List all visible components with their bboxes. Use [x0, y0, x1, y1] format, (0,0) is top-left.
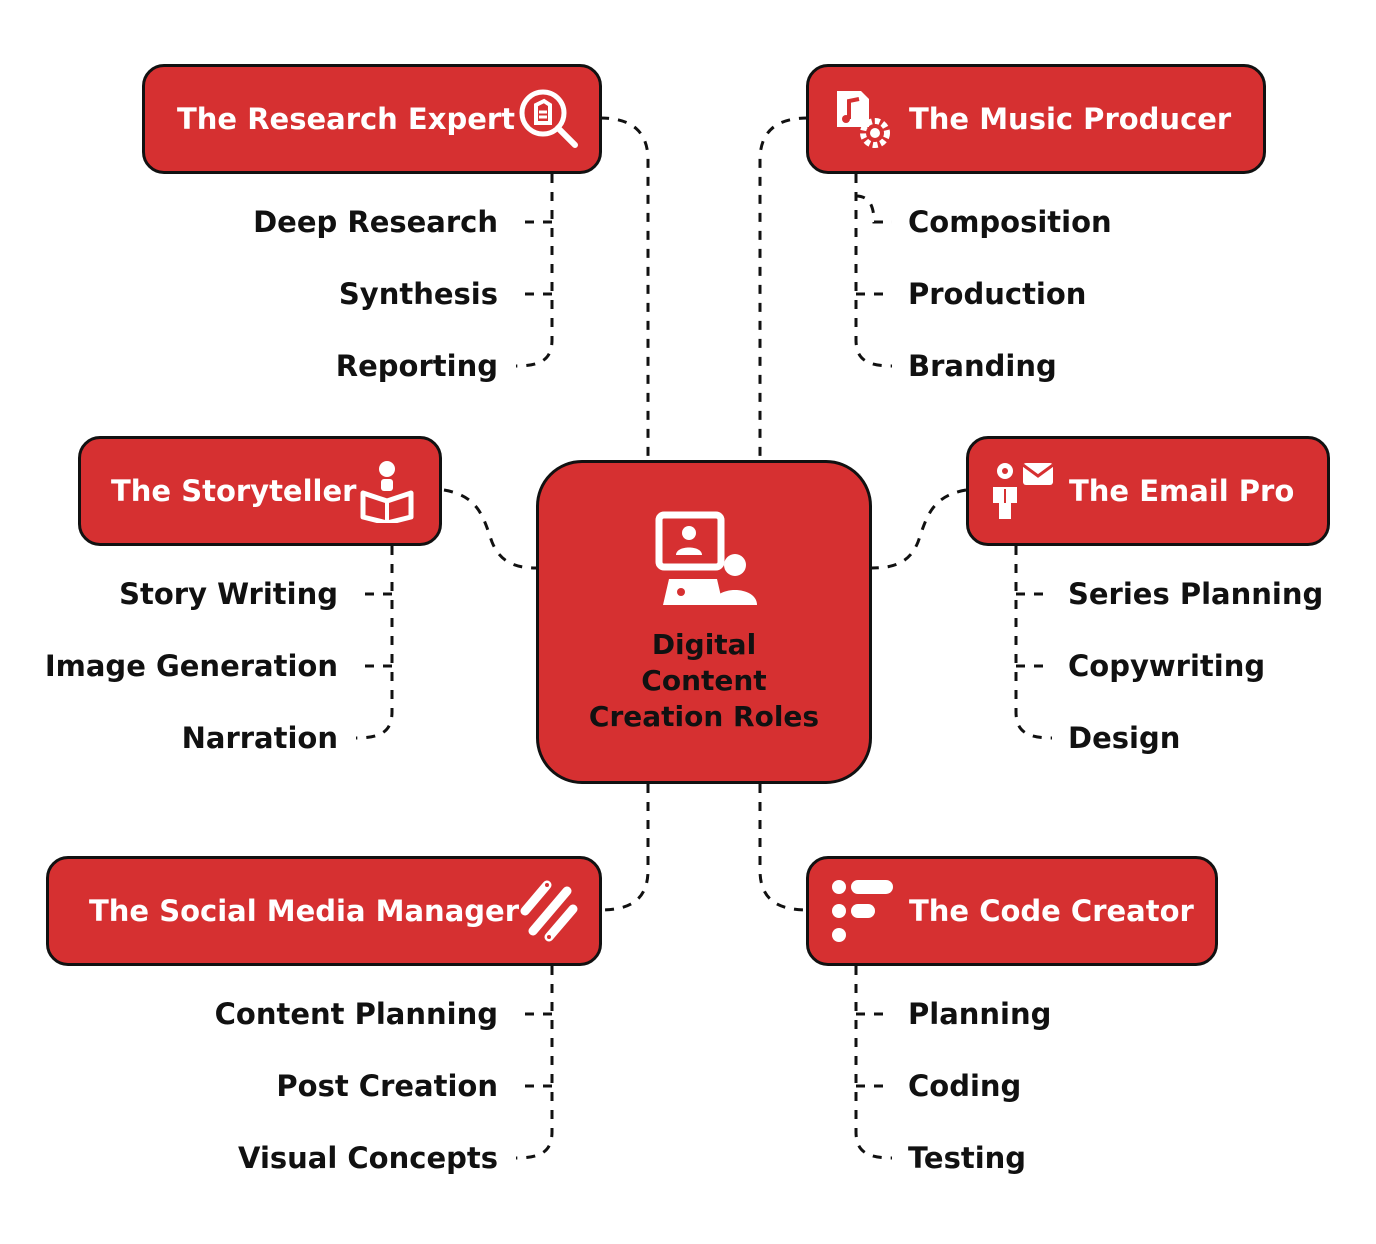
item-code-1: Coding	[908, 1069, 1022, 1103]
central-title-line: Creation Roles	[588, 700, 820, 733]
item-code-0: Planning	[908, 997, 1052, 1031]
link-code	[758, 784, 809, 912]
central-title: Digital Content Creation Roles	[539, 627, 869, 735]
role-title-email: The Email Pro	[1069, 474, 1295, 508]
link-research	[599, 116, 650, 460]
person-envelope-icon	[993, 463, 1054, 519]
role-title-social: The Social Media Manager	[89, 894, 520, 928]
link-email	[871, 488, 967, 570]
role-title-code: The Code Creator	[909, 894, 1194, 928]
search-document-icon	[519, 89, 578, 148]
item-music-1: Production	[908, 277, 1087, 311]
code-dots-icon	[832, 880, 893, 942]
item-social-2: Visual Concepts	[238, 1141, 498, 1175]
item-research-0: Deep Research	[253, 205, 498, 239]
link-music	[758, 116, 809, 460]
item-email-1: Copywriting	[1068, 649, 1266, 683]
item-story-0: Story Writing	[119, 577, 338, 611]
role-box-social: The Social Media Manager	[46, 856, 602, 966]
item-code-2: Testing	[908, 1141, 1027, 1175]
role-box-music: The Music Producer	[806, 64, 1266, 174]
link-social	[599, 784, 650, 912]
item-story-2: Narration	[181, 721, 338, 755]
link-story	[443, 488, 537, 570]
remote-worker-icon	[655, 511, 757, 605]
role-box-code: The Code Creator	[806, 856, 1218, 966]
role-title-story: The Storyteller	[111, 474, 357, 508]
item-story-1: Image Generation	[44, 649, 338, 683]
person-reading-book-icon	[360, 461, 414, 523]
item-email-2: Design	[1068, 721, 1181, 755]
central-title-line: Digital	[651, 628, 757, 661]
music-file-gear-icon	[837, 91, 890, 148]
role-box-email: The Email Pro	[966, 436, 1330, 546]
item-music-2: Branding	[908, 349, 1057, 383]
role-title-music: The Music Producer	[909, 102, 1232, 136]
central-title-line: Content	[641, 664, 767, 697]
item-research-2: Reporting	[335, 349, 498, 383]
diagonal-bars-icon	[520, 880, 578, 942]
item-email-0: Series Planning	[1068, 577, 1324, 611]
item-music-0: Composition	[908, 205, 1112, 239]
item-social-0: Content Planning	[214, 997, 498, 1031]
item-social-1: Post Creation	[276, 1069, 498, 1103]
role-title-research: The Research Expert	[177, 102, 516, 136]
role-box-research: The Research Expert	[142, 64, 602, 174]
item-research-1: Synthesis	[338, 277, 498, 311]
role-box-story: The Storyteller	[78, 436, 442, 546]
central-node: Digital Content Creation Roles	[536, 460, 872, 784]
